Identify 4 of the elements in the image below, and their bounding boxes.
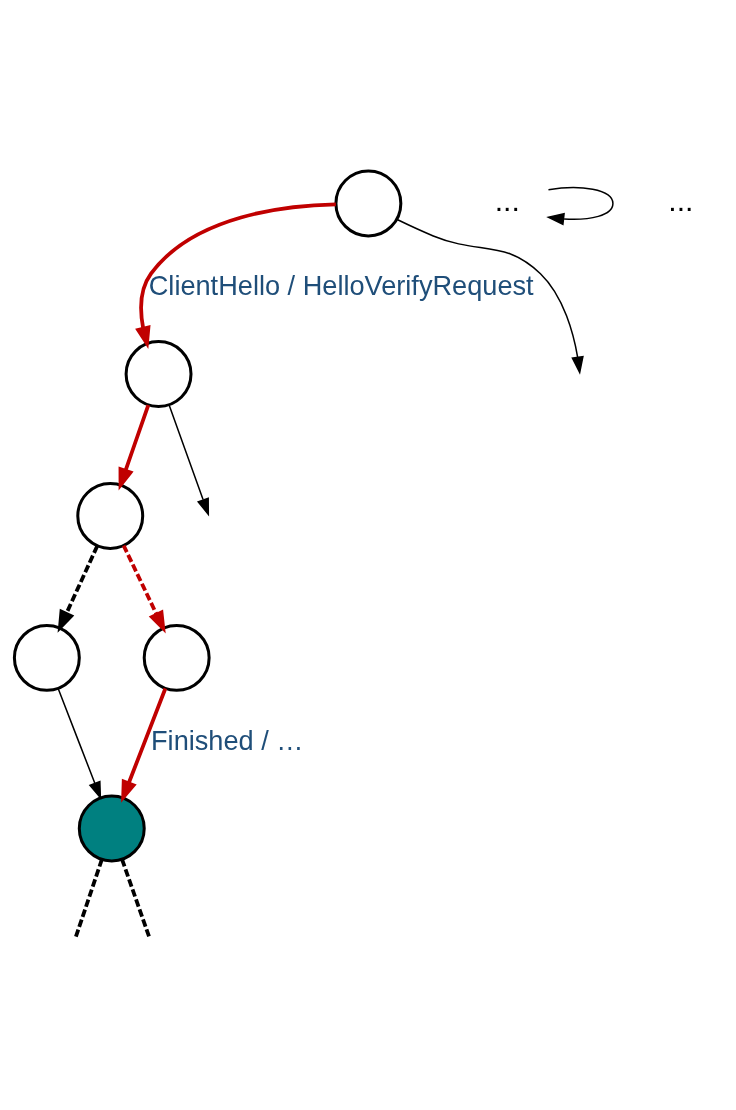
edge-label: ClientHello / HelloVerifyRequest	[148, 270, 534, 302]
label: ...	[668, 184, 694, 218]
node-text: ...	[494, 184, 520, 218]
edge-label: Finished / …	[151, 724, 304, 756]
